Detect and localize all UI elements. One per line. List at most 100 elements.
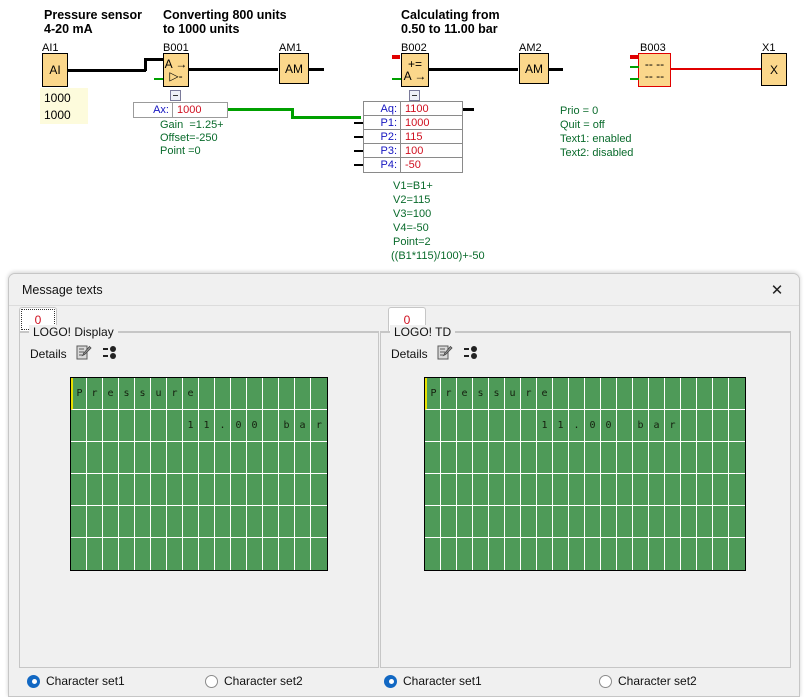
lcd-cell[interactable]	[617, 410, 633, 442]
lcd-cell[interactable]	[521, 474, 537, 506]
lcd-cell[interactable]	[681, 378, 697, 410]
lcd-cell[interactable]	[167, 538, 183, 570]
lcd-cell[interactable]	[537, 506, 553, 538]
lcd-cell[interactable]	[151, 506, 167, 538]
lcd-cell[interactable]	[71, 538, 87, 570]
block-b002[interactable]: += A →	[401, 53, 429, 87]
lcd-cell[interactable]: b	[633, 410, 649, 442]
lcd-cell[interactable]: b	[279, 410, 295, 442]
lcd-cell[interactable]: 0	[601, 410, 617, 442]
lcd-cell[interactable]	[295, 538, 311, 570]
lcd-cell[interactable]: 0	[585, 410, 601, 442]
lcd-cell[interactable]	[247, 506, 263, 538]
lcd-cell[interactable]	[505, 442, 521, 474]
lcd-cell[interactable]	[617, 378, 633, 410]
lcd-cell[interactable]	[183, 474, 199, 506]
block-am2[interactable]: AM	[519, 53, 549, 84]
lcd-cell[interactable]	[457, 538, 473, 570]
radio-td-charset2[interactable]: Character set2	[599, 674, 697, 688]
lcd-cell[interactable]: s	[473, 378, 489, 410]
lcd-cell[interactable]	[713, 538, 729, 570]
lcd-cell[interactable]	[521, 538, 537, 570]
lcd-cell[interactable]	[295, 378, 311, 410]
lcd-cell[interactable]	[729, 442, 745, 474]
lcd-grid-td[interactable]: Pressure11.00bar	[424, 377, 746, 571]
lcd-cell[interactable]	[553, 538, 569, 570]
lcd-cell[interactable]: e	[537, 378, 553, 410]
lcd-cell[interactable]	[215, 506, 231, 538]
b001-value-box[interactable]: Ax: 1000	[133, 102, 228, 118]
lcd-cell[interactable]	[585, 474, 601, 506]
lcd-cell[interactable]	[263, 474, 279, 506]
lcd-cell[interactable]	[633, 538, 649, 570]
lcd-cell[interactable]: e	[457, 378, 473, 410]
lcd-cell[interactable]	[521, 506, 537, 538]
lcd-cell[interactable]: s	[119, 378, 135, 410]
lcd-cell[interactable]	[215, 442, 231, 474]
lcd-cell[interactable]	[441, 474, 457, 506]
radio-display-charset2[interactable]: Character set2	[205, 674, 303, 688]
lcd-cell[interactable]	[183, 506, 199, 538]
lcd-cell[interactable]	[729, 506, 745, 538]
lcd-cell[interactable]	[103, 442, 119, 474]
lcd-cell[interactable]	[553, 506, 569, 538]
lcd-cell[interactable]	[585, 506, 601, 538]
lcd-cell[interactable]	[263, 410, 279, 442]
lcd-cell[interactable]	[585, 378, 601, 410]
lcd-cell[interactable]	[119, 474, 135, 506]
lcd-cell[interactable]	[135, 474, 151, 506]
lcd-cell[interactable]	[425, 506, 441, 538]
block-ai1[interactable]: AI	[42, 53, 68, 87]
block-b001[interactable]: A → ▷-	[163, 53, 189, 87]
lcd-cell[interactable]	[279, 474, 295, 506]
close-icon[interactable]: ✕	[755, 275, 799, 305]
lcd-cell[interactable]	[135, 538, 151, 570]
lcd-cell[interactable]	[231, 538, 247, 570]
lcd-cell[interactable]	[295, 474, 311, 506]
lcd-cell[interactable]	[681, 506, 697, 538]
lcd-cell[interactable]	[617, 506, 633, 538]
lcd-cell[interactable]	[247, 378, 263, 410]
collapse-b001-button[interactable]	[170, 90, 181, 101]
lcd-cell[interactable]	[601, 442, 617, 474]
lcd-cell[interactable]: r	[441, 378, 457, 410]
lcd-cell[interactable]	[87, 538, 103, 570]
lcd-cell[interactable]	[537, 442, 553, 474]
lcd-cell[interactable]	[311, 474, 327, 506]
lcd-cell[interactable]	[199, 442, 215, 474]
block-b003[interactable]: -- -- -- --	[638, 53, 671, 87]
lcd-cell[interactable]	[103, 506, 119, 538]
lcd-cell[interactable]	[681, 474, 697, 506]
lcd-cell[interactable]: u	[505, 378, 521, 410]
lcd-cell[interactable]	[729, 474, 745, 506]
lcd-cell[interactable]	[457, 506, 473, 538]
lcd-cell[interactable]	[473, 474, 489, 506]
lcd-cell[interactable]: 1	[537, 410, 553, 442]
lcd-cell[interactable]	[441, 506, 457, 538]
lcd-cell[interactable]	[295, 442, 311, 474]
radio-td-charset1[interactable]: Character set1	[384, 674, 482, 688]
lcd-cell[interactable]	[71, 442, 87, 474]
block-x1[interactable]: X	[761, 53, 787, 86]
lcd-cell[interactable]	[279, 442, 295, 474]
lcd-cell[interactable]	[119, 410, 135, 442]
lcd-cell[interactable]	[311, 378, 327, 410]
lcd-cell[interactable]	[441, 442, 457, 474]
lcd-cell[interactable]	[585, 538, 601, 570]
lcd-cell[interactable]	[537, 538, 553, 570]
lcd-cell[interactable]	[119, 506, 135, 538]
lcd-cell[interactable]	[649, 474, 665, 506]
lcd-cell[interactable]	[199, 506, 215, 538]
lcd-cell[interactable]	[263, 506, 279, 538]
lcd-cell[interactable]: 1	[199, 410, 215, 442]
lcd-cell[interactable]	[617, 538, 633, 570]
lcd-cell[interactable]	[87, 410, 103, 442]
lcd-cell[interactable]	[697, 378, 713, 410]
lcd-cell[interactable]	[729, 378, 745, 410]
lcd-cell[interactable]	[697, 474, 713, 506]
lcd-cell[interactable]: r	[167, 378, 183, 410]
lcd-cell[interactable]	[521, 442, 537, 474]
lcd-cell[interactable]	[601, 378, 617, 410]
lcd-cell[interactable]	[697, 538, 713, 570]
connect-nodes-icon[interactable]	[462, 345, 478, 363]
